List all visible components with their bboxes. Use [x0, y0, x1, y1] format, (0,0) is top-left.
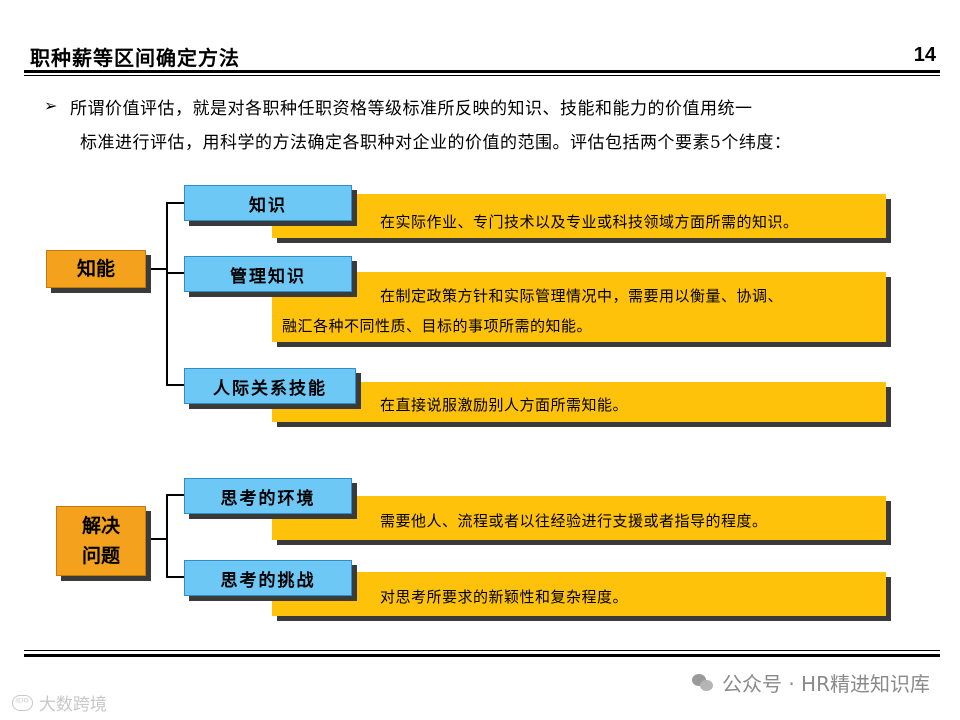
watermark-right: 公众号 · HR精进知识库	[691, 668, 930, 697]
description-box: 在制定政策方针和实际管理情况中，需要用以衡量、协调、 融汇各种不同性质、目标的事…	[272, 272, 886, 342]
category-box-problem-solving: 解决 问题	[56, 506, 146, 576]
connector-line	[148, 538, 168, 540]
page-number: 14	[913, 44, 936, 66]
connector-line	[166, 494, 168, 578]
connector-line	[166, 576, 186, 578]
header-rule-thick	[24, 70, 940, 73]
description-box: 对思考所要求的新颖性和复杂程度。	[272, 572, 886, 616]
sub-label-management-knowledge: 管理知识	[184, 256, 352, 292]
footer-rule-thick	[24, 654, 940, 657]
sub-label-text: 思考的挑战	[220, 570, 316, 591]
sub-label-knowledge: 知识	[184, 185, 352, 221]
sub-label-text: 人际关系技能	[213, 378, 327, 399]
connector-line	[166, 384, 186, 386]
intro-paragraph: 所谓价值评估，就是对各职种任职资格等级标准所反映的知识、技能和能力的价值用统一 …	[70, 92, 930, 160]
intro-line-2: 标准进行评估，用科学的方法确定各职种对企业的价值的范围。评估包括两个要素5个纬度…	[80, 133, 792, 153]
page-title: 职种薪等区间确定方法	[30, 46, 240, 70]
watermark-left: ᴵᴰᴼ 大数跨境	[12, 690, 107, 715]
wechat-icon	[691, 673, 714, 692]
sub-label-text: 管理知识	[230, 266, 306, 287]
sub-label-interpersonal-skills: 人际关系技能	[184, 368, 356, 404]
description-text: 对思考所要求的新颖性和复杂程度。	[380, 588, 629, 606]
connector-line	[166, 202, 168, 386]
sub-label-text: 思考的环境	[220, 488, 316, 509]
connector-line	[166, 202, 186, 204]
description-box: 在实际作业、专门技术以及专业或科技领域方面所需的知识。	[272, 194, 886, 238]
connector-line	[148, 268, 168, 270]
sub-label-thinking-environment: 思考的环境	[184, 478, 352, 514]
description-box: 在直接说服激励别人方面所需知能。	[272, 382, 886, 422]
description-text: 需要他人、流程或者以往经验进行支援或者指导的程度。	[380, 512, 768, 530]
watermark-left-text: 大数跨境	[38, 695, 107, 715]
description-text: 融汇各种不同性质、目标的事项所需的知能。	[282, 317, 593, 335]
bullet-arrow-icon: ➢	[44, 96, 58, 115]
category-label: 知能	[76, 258, 115, 280]
sub-label-thinking-challenge: 思考的挑战	[184, 560, 352, 596]
header-rule-thin	[24, 75, 940, 76]
category-label: 问题	[81, 545, 120, 567]
watermark-logo-icon: ᴵᴰᴼ	[12, 694, 33, 711]
sub-label-text: 知识	[249, 195, 287, 216]
footer-rule-thin	[24, 650, 940, 651]
category-label: 解决	[81, 515, 120, 537]
connector-line	[166, 494, 186, 496]
description-box: 需要他人、流程或者以往经验进行支援或者指导的程度。	[272, 496, 886, 540]
description-text: 在直接说服激励别人方面所需知能。	[380, 396, 629, 414]
description-text: 在制定政策方针和实际管理情况中，需要用以衡量、协调、	[380, 287, 784, 305]
watermark-right-text: 公众号 · HR精进知识库	[721, 672, 930, 696]
connector-line	[166, 272, 186, 274]
category-box-knowledge: 知能	[46, 250, 146, 288]
intro-line-1: 所谓价值评估，就是对各职种任职资格等级标准所反映的知识、技能和能力的价值用统一	[70, 99, 753, 119]
description-text: 在实际作业、专门技术以及专业或科技领域方面所需的知识。	[380, 213, 799, 231]
